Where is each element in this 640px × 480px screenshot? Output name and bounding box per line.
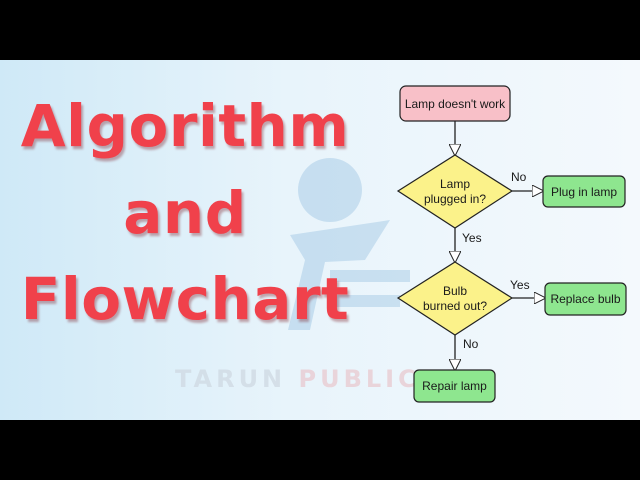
- title-line-and: and: [123, 179, 247, 247]
- node-start-label: Lamp doesn't work: [405, 97, 506, 111]
- decision1-label-line1: Lamp: [440, 177, 470, 191]
- node-action-replace-bulb-label: Replace bulb: [550, 292, 620, 306]
- watermark-word-1: TARUN: [175, 365, 287, 393]
- node-decision-burned-out: Bulb burned out?: [396, 261, 514, 336]
- letterbox-top: [0, 0, 640, 60]
- decision1-label-line2: plugged in?: [424, 192, 486, 206]
- node-decision-plugged-in: Lamp plugged in?: [396, 154, 514, 229]
- node-action-plug-in: Plug in lamp: [542, 175, 626, 208]
- publisher-logo-watermark: [288, 158, 410, 330]
- letterbox-bottom: [0, 420, 640, 480]
- flowchart-diagram: Lamp doesn't work Lamp plugged in? Plug …: [396, 85, 627, 403]
- edge-label-d1-no: No: [511, 170, 527, 184]
- decision2-label-line1: Bulb: [443, 284, 467, 298]
- title-line-algorithm: Algorithm: [20, 92, 350, 160]
- node-action-plug-in-label: Plug in lamp: [551, 185, 617, 199]
- edge-label-d1-yes: Yes: [462, 231, 482, 245]
- node-action-replace-bulb: Replace bulb: [544, 282, 627, 316]
- edge-label-d2-no: No: [463, 337, 479, 351]
- title-line-flowchart: Flowchart: [20, 265, 350, 333]
- node-end-repair: Repair lamp: [413, 369, 496, 403]
- node-end-repair-label: Repair lamp: [422, 379, 487, 393]
- thumbnail-panel: Algorithm and Flowchart TARUN PUBLICATI: [0, 60, 640, 420]
- node-start: Lamp doesn't work: [399, 85, 511, 122]
- decision2-label-line2: burned out?: [423, 299, 487, 313]
- edge-label-d2-yes: Yes: [510, 278, 530, 292]
